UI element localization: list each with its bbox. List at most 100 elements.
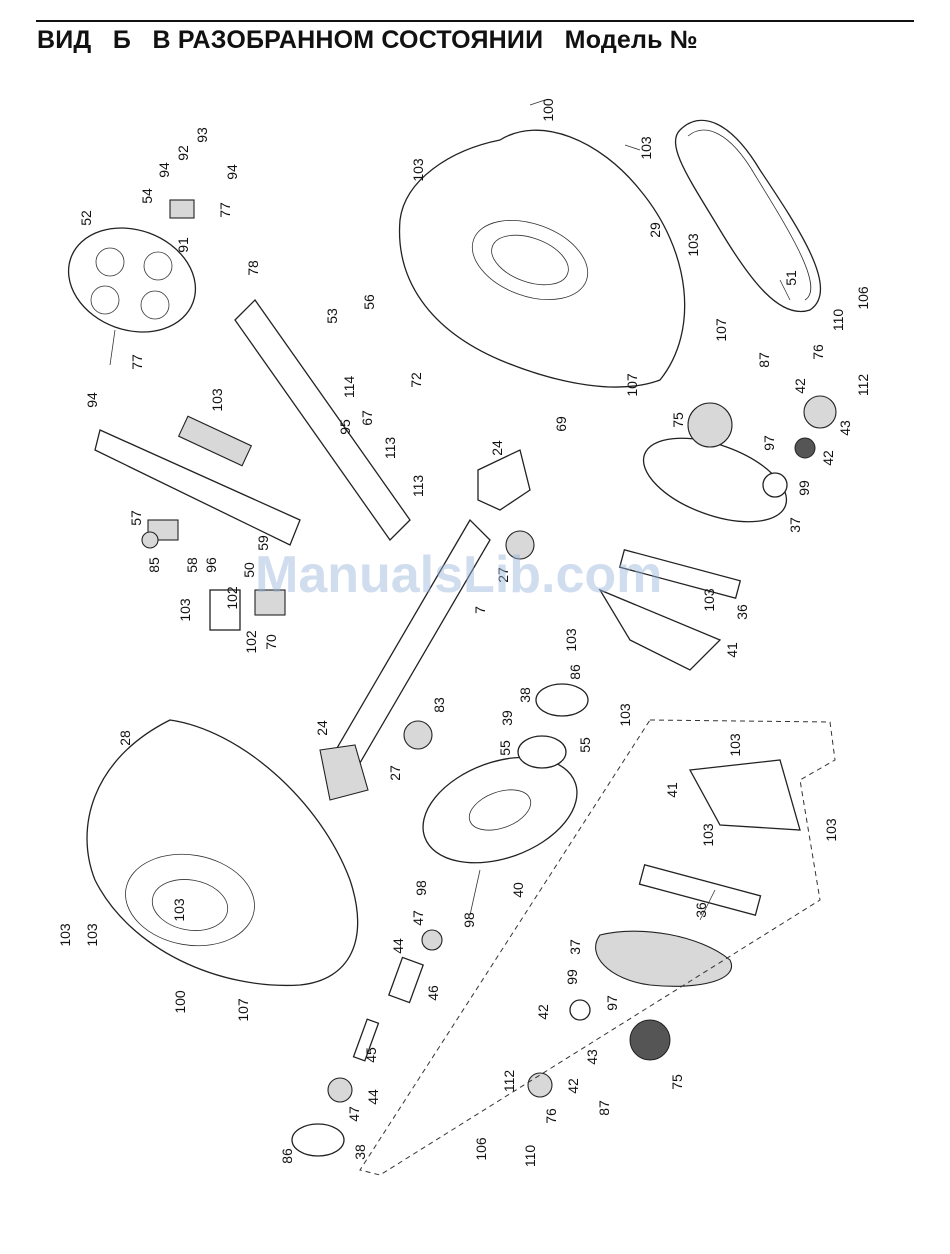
part-number-36: 36 bbox=[734, 604, 750, 620]
part-number-42: 42 bbox=[535, 1004, 551, 1020]
part-number-24: 24 bbox=[314, 720, 330, 736]
part-number-28: 28 bbox=[117, 730, 133, 746]
part-number-100: 100 bbox=[172, 990, 188, 1014]
part-number-85: 85 bbox=[146, 557, 162, 573]
cap-24-lower bbox=[319, 744, 369, 801]
part-number-52: 52 bbox=[78, 210, 94, 226]
part-number-27: 27 bbox=[495, 567, 511, 583]
part-number-39: 39 bbox=[499, 710, 515, 726]
plate-39 bbox=[517, 735, 567, 769]
part-number-41: 41 bbox=[724, 642, 740, 658]
part-number-27: 27 bbox=[387, 765, 403, 781]
part-number-86: 86 bbox=[567, 664, 583, 680]
part-number-99: 99 bbox=[564, 969, 580, 985]
subassembly-outline bbox=[359, 719, 836, 1176]
part-number-98: 98 bbox=[413, 880, 429, 896]
part-number-94: 94 bbox=[156, 162, 172, 178]
part-number-103: 103 bbox=[617, 703, 633, 727]
lower-right-assembly bbox=[527, 759, 801, 1098]
part-number-75: 75 bbox=[669, 1074, 685, 1090]
upper-right-assembly bbox=[598, 395, 837, 671]
part-number-103: 103 bbox=[177, 598, 193, 622]
part-number-112: 112 bbox=[855, 374, 871, 397]
part-number-46: 46 bbox=[425, 985, 441, 1001]
part-number-103: 103 bbox=[701, 588, 717, 612]
cover-disc-52 bbox=[67, 227, 197, 333]
part-number-7: 7 bbox=[472, 606, 488, 614]
part-number-97: 97 bbox=[761, 435, 777, 451]
part-number-58: 58 bbox=[184, 557, 200, 573]
part-number-67: 67 bbox=[359, 410, 375, 426]
part-number-97: 97 bbox=[604, 995, 620, 1011]
axle-assembly bbox=[291, 929, 443, 1157]
part-number-99: 99 bbox=[796, 480, 812, 496]
part-number-103: 103 bbox=[638, 136, 654, 160]
part-number-75: 75 bbox=[670, 412, 686, 428]
part-number-103: 103 bbox=[727, 733, 743, 757]
part-number-41: 41 bbox=[664, 782, 680, 798]
part-number-38: 38 bbox=[352, 1144, 368, 1160]
part-number-24: 24 bbox=[489, 440, 505, 456]
part-number-78: 78 bbox=[245, 260, 261, 276]
part-number-100: 100 bbox=[540, 98, 556, 122]
part-number-70: 70 bbox=[263, 634, 279, 650]
plate-38-upper bbox=[535, 683, 589, 717]
part-number-106: 106 bbox=[855, 286, 871, 310]
part-number-103: 103 bbox=[563, 628, 579, 652]
part-number-87: 87 bbox=[756, 352, 772, 368]
part-number-55: 55 bbox=[577, 737, 593, 753]
part-number-40: 40 bbox=[510, 882, 526, 898]
part-number-96: 96 bbox=[203, 557, 219, 573]
leader-lines bbox=[109, 99, 791, 921]
part-number-95: 95 bbox=[337, 419, 353, 435]
drive-belt-51 bbox=[675, 119, 821, 313]
part-number-102: 102 bbox=[224, 586, 240, 610]
part-number-53: 53 bbox=[324, 308, 340, 324]
gear-27-lower bbox=[403, 720, 433, 750]
gear-27-upper bbox=[505, 530, 535, 560]
page-title: ВИД Б В РАЗОБРАННОМ СОСТОЯНИИ Модель № bbox=[37, 26, 698, 54]
part-number-92: 92 bbox=[175, 145, 191, 161]
part-number-47: 47 bbox=[410, 910, 426, 926]
part-number-98: 98 bbox=[461, 912, 477, 928]
part-number-110: 110 bbox=[830, 309, 846, 332]
part-number-103: 103 bbox=[700, 823, 716, 847]
part-number-37: 37 bbox=[567, 939, 583, 955]
part-number-112: 112 bbox=[501, 1070, 517, 1093]
watermark-text: ManualsLib.com bbox=[255, 546, 663, 604]
part-number-54: 54 bbox=[139, 188, 155, 204]
part-number-76: 76 bbox=[543, 1108, 559, 1124]
part-number-45: 45 bbox=[363, 1047, 379, 1063]
left-shroud-28 bbox=[86, 719, 359, 987]
part-number-114: 114 bbox=[341, 376, 357, 399]
part-number-42: 42 bbox=[565, 1078, 581, 1094]
part-number-77: 77 bbox=[129, 354, 145, 370]
part-number-57: 57 bbox=[128, 510, 144, 526]
left-small-parts bbox=[141, 199, 286, 631]
part-number-107: 107 bbox=[235, 998, 251, 1022]
part-number-69: 69 bbox=[553, 416, 569, 432]
part-number-77: 77 bbox=[217, 202, 233, 218]
part-number-106: 106 bbox=[473, 1137, 489, 1161]
part-number-113: 113 bbox=[410, 475, 426, 498]
part-number-37: 37 bbox=[787, 517, 803, 533]
part-number-55: 55 bbox=[497, 740, 513, 756]
part-number-51: 51 bbox=[783, 270, 799, 286]
part-number-103: 103 bbox=[84, 923, 100, 947]
flywheel-40 bbox=[422, 756, 578, 864]
part-number-110: 110 bbox=[522, 1145, 538, 1168]
part-number-44: 44 bbox=[365, 1089, 381, 1105]
part-number-29: 29 bbox=[647, 222, 663, 238]
part-number-87: 87 bbox=[596, 1100, 612, 1116]
part-number-50: 50 bbox=[241, 562, 257, 578]
part-number-43: 43 bbox=[837, 420, 853, 436]
part-number-103: 103 bbox=[171, 898, 187, 922]
part-number-36: 36 bbox=[693, 902, 709, 918]
part-number-91: 91 bbox=[175, 237, 191, 253]
part-number-113: 113 bbox=[382, 437, 398, 460]
part-number-38: 38 bbox=[517, 687, 533, 703]
main-frame bbox=[94, 298, 491, 782]
part-number-102: 102 bbox=[243, 630, 259, 654]
part-number-43: 43 bbox=[584, 1049, 600, 1065]
part-number-103: 103 bbox=[410, 158, 426, 182]
